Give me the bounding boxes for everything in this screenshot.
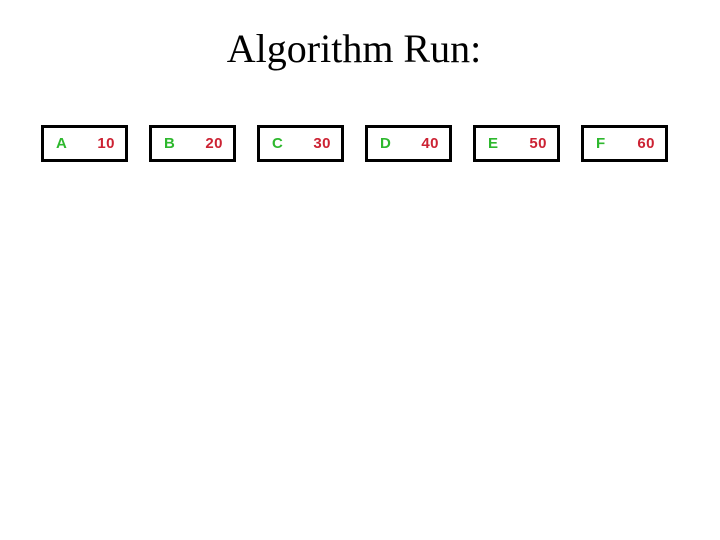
node-value: 60 [637, 135, 655, 152]
node-box-f: F 60 [581, 125, 668, 162]
node-box-d: D 40 [365, 125, 452, 162]
node-value: 20 [205, 135, 223, 152]
node-label: D [380, 135, 392, 152]
node-box-c: C 30 [257, 125, 344, 162]
node-label: E [488, 135, 499, 152]
node-label: B [164, 135, 176, 152]
node-value: 50 [529, 135, 547, 152]
node-box-b: B 20 [149, 125, 236, 162]
node-label: C [272, 135, 284, 152]
node-value: 30 [313, 135, 331, 152]
node-label: A [56, 135, 68, 152]
node-value: 40 [421, 135, 439, 152]
nodes-row: A 10 B 20 C 30 D 40 E 50 F 60 [41, 125, 668, 162]
slide-title: Algorithm Run: [226, 26, 482, 71]
node-value: 10 [97, 135, 115, 152]
node-box-e: E 50 [473, 125, 560, 162]
node-label: F [596, 135, 606, 152]
node-box-a: A 10 [41, 125, 128, 162]
